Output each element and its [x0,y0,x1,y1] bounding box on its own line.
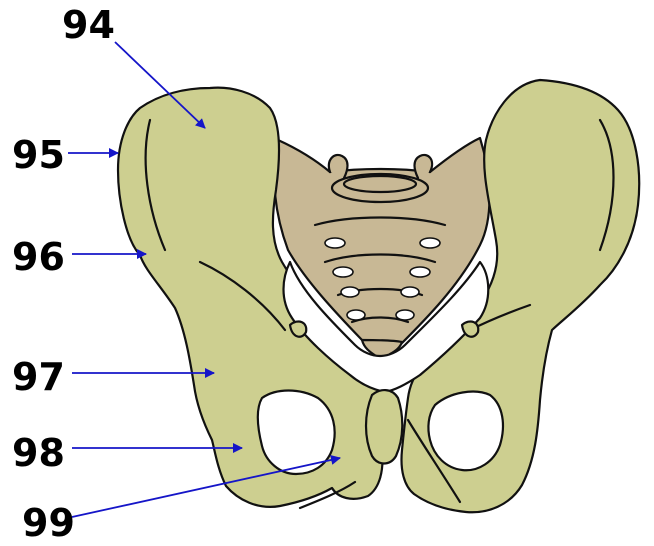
labels: 94 95 96 97 98 99 [12,3,115,545]
label-94: 94 [62,3,115,47]
pubic-symphysis [366,390,402,463]
label-95: 95 [12,133,65,177]
right-obturator-foramen [428,392,503,471]
label-98: 98 [12,431,65,475]
label-96: 96 [12,235,65,279]
label-97: 97 [12,355,65,399]
label-99: 99 [22,501,75,545]
